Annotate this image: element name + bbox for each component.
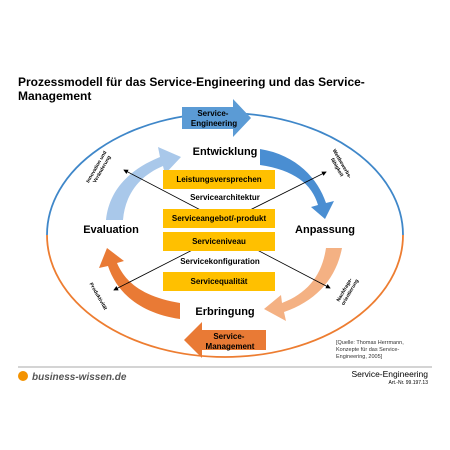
phase-adaptation: Anpassung bbox=[295, 224, 355, 236]
box-service-quality-label: Servicequalität bbox=[191, 277, 248, 286]
phase-development: Entwicklung bbox=[193, 146, 258, 158]
source-line-3: Engineering, 2005] bbox=[336, 354, 383, 360]
box-service-offer-label: Serviceangebot/-produkt bbox=[172, 214, 267, 223]
box-service-level bbox=[163, 232, 275, 251]
evaluation-to-development-arrow bbox=[106, 147, 181, 220]
service-engineering-arrow-group: Service- Engineering bbox=[182, 99, 251, 137]
footer-title: Service-Engineering bbox=[351, 369, 428, 379]
box-service-level-label: Serviceniveau bbox=[192, 237, 246, 246]
footer: business-wissen.de Service-Engineering A… bbox=[18, 366, 432, 386]
driver-line-top-left bbox=[123, 169, 213, 217]
service-engineering-line-2: Engineering bbox=[191, 119, 237, 128]
center-stack: Leistungsversprechen Servicearchitektur … bbox=[163, 170, 275, 291]
source-note: [Quelle: Thomas Herrmann, Konzepte für d… bbox=[336, 340, 404, 360]
label-service-architecture: Servicearchitektur bbox=[190, 193, 260, 202]
orange-ellipse-arc bbox=[46, 234, 404, 358]
service-engineering-label: Service- Engineering bbox=[191, 109, 237, 128]
service-management-label: Service- Management bbox=[206, 332, 255, 351]
box-service-offer bbox=[163, 209, 275, 228]
orange-dot-icon bbox=[18, 371, 28, 381]
service-management-line-1: Service- bbox=[213, 332, 244, 341]
adaptation-to-delivery-arrow bbox=[264, 248, 342, 321]
phase-evaluation: Evaluation bbox=[83, 224, 139, 236]
box-service-promise-label: Leistungsversprechen bbox=[176, 175, 261, 184]
phase-labels: Entwicklung Anpassung Erbringung Evaluat… bbox=[83, 146, 355, 318]
service-management-arrow-group: Service- Management bbox=[184, 322, 266, 358]
title-line-1: Prozessmodell für das Service-Engineerin… bbox=[18, 75, 365, 89]
service-engineering-line-1: Service- bbox=[197, 109, 228, 118]
title-block: Prozessmodell für das Service-Engineerin… bbox=[18, 75, 365, 103]
cycle-arrows bbox=[99, 147, 342, 321]
label-service-configuration: Servicekonfiguration bbox=[180, 257, 260, 266]
box-service-promise bbox=[163, 170, 275, 189]
driver-line-top-right bbox=[237, 171, 327, 217]
phase-delivery: Erbringung bbox=[195, 306, 254, 318]
delivery-to-evaluation-arrow bbox=[99, 248, 180, 319]
development-to-adaptation-arrow bbox=[260, 149, 334, 219]
footer-article-number: Art.-Nr. 99.197.13 bbox=[389, 380, 429, 386]
source-line-2: Konzepte für das Service- bbox=[336, 347, 399, 353]
service-management-arrow bbox=[184, 322, 266, 358]
title-line-2: Management bbox=[18, 89, 91, 103]
footer-logo: business-wissen.de bbox=[32, 372, 127, 383]
box-service-quality bbox=[163, 272, 275, 291]
source-line-1: [Quelle: Thomas Herrmann, bbox=[336, 340, 404, 346]
service-engineering-arrow bbox=[182, 99, 251, 137]
service-management-line-2: Management bbox=[206, 342, 255, 351]
